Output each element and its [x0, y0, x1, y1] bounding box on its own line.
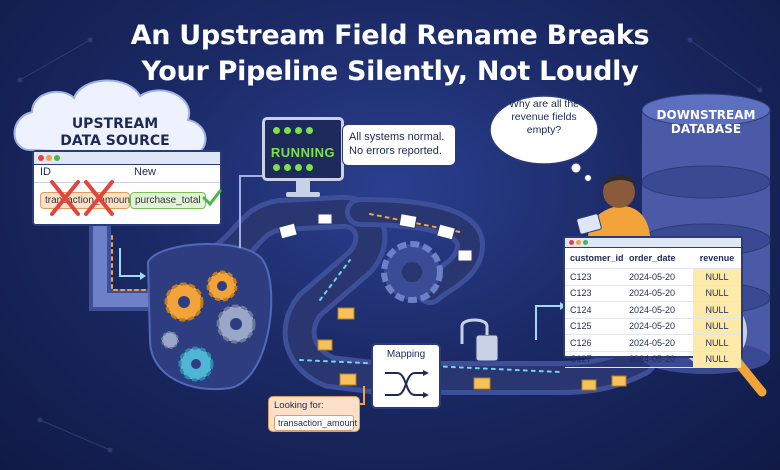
x-icon: [50, 180, 114, 216]
table-cell: C125: [570, 321, 592, 332]
gear-icon: [206, 270, 238, 302]
table-cell: 2024-05-20: [629, 304, 676, 315]
upstream-label-line-2: DATA SOURCE: [60, 133, 170, 149]
upstream-schema-table: ID New transaction_amount purchase_total: [32, 150, 222, 226]
monitor-message-line-2: No errors reported.: [349, 145, 442, 157]
table-cell: 2024-05-20: [629, 288, 676, 299]
looking-for-tag: Looking for: transaction_amount: [268, 396, 360, 432]
thought-line-2: revenue fields: [511, 111, 577, 123]
table-row: C123 2024-05-20 NULL: [565, 285, 741, 302]
column-header: revenue: [699, 253, 735, 263]
envelope-icon: [317, 307, 627, 391]
document-icon: [278, 213, 473, 262]
downstream-results-table: customer_id order_date revenue C123 2024…: [563, 236, 743, 368]
flow-arrow-icon: [119, 248, 140, 277]
null-cell: NULL: [693, 335, 741, 351]
table-cell: C123: [570, 288, 592, 299]
downstream-label-line-2: DATABASE: [670, 122, 742, 136]
downstream-label-line-1: DOWNSTREAM: [656, 108, 756, 122]
table-row: C126 2024-05-20 NULL: [565, 335, 741, 352]
monitor-stand: [296, 181, 310, 193]
gear-icon: [381, 241, 443, 303]
thought-line-1: Why are all the: [508, 98, 580, 110]
table-cell: C126: [570, 337, 592, 348]
mapping-box: Mapping: [371, 343, 441, 409]
new-field-name: purchase_total: [130, 192, 206, 209]
table-row: C125 2024-05-20 NULL: [565, 318, 741, 335]
crossed-arrows-icon: [385, 370, 429, 398]
gear-icon: [216, 304, 256, 344]
table-cell: C124: [570, 304, 592, 315]
gear-icon: [164, 282, 204, 322]
page-title: An Upstream Field Rename Breaks Your Pip…: [0, 18, 780, 90]
table-cell: C127: [570, 354, 592, 365]
null-cell: NULL: [693, 269, 741, 285]
pipeline-monitor: RUNNING: [262, 117, 344, 181]
gear-icon: [161, 331, 179, 349]
null-cell: NULL: [693, 302, 741, 318]
title-line-1: An Upstream Field Rename Breaks: [130, 20, 650, 51]
table-row: C123 2024-05-20 NULL: [565, 269, 741, 286]
table-header-row: customer_id order_date revenue: [565, 248, 741, 269]
cloud-icon: [13, 79, 207, 158]
table-row: C124 2024-05-20 NULL: [565, 302, 741, 319]
upstream-label: UPSTREAM DATA SOURCE: [40, 116, 190, 150]
monitor-message-line-1: All systems normal.: [349, 131, 445, 143]
table-cell: 2024-05-20: [629, 271, 676, 282]
null-cell: NULL: [693, 351, 741, 367]
table-row: C127 2024-05-20 NULL: [565, 351, 741, 368]
check-icon: [202, 189, 222, 207]
looking-for-value: transaction_amount: [274, 415, 357, 431]
thought-bubble: [489, 95, 599, 182]
results-grid: customer_id order_date revenue C123 2024…: [565, 248, 741, 368]
status-led-icon: [273, 127, 280, 134]
monitor-speech-bubble: All systems normal. No errors reported.: [342, 124, 456, 166]
analyst-thought: Why are all the revenue fields empty?: [494, 98, 594, 137]
downstream-label: DOWNSTREAM DATABASE: [646, 108, 766, 136]
thought-line-3: empty?: [526, 124, 562, 136]
null-cell: NULL: [693, 318, 741, 334]
column-header-id: ID: [40, 166, 51, 178]
column-header-new: New: [134, 166, 157, 178]
table-cell: 2024-05-20: [629, 337, 676, 348]
flow-arrow-icon: [535, 305, 560, 340]
gear-icon: [178, 346, 214, 382]
background-network: [17, 37, 763, 453]
table-cell: 2024-05-20: [629, 354, 676, 365]
column-header: order_date: [629, 253, 676, 263]
window-titlebar: [34, 152, 220, 165]
monitor-status: RUNNING: [270, 145, 336, 160]
looking-for-label: Looking for:: [274, 400, 324, 411]
upstream-label-line-1: UPSTREAM: [71, 116, 159, 132]
column-header: customer_id: [570, 253, 624, 263]
plug-icon: [460, 318, 499, 362]
title-line-2: Your Pipeline Silently, Not Loudly: [141, 56, 639, 87]
window-titlebar: [565, 238, 741, 248]
person-icon: [576, 174, 650, 236]
table-cell: C123: [570, 271, 592, 282]
gear-machine: [146, 242, 273, 391]
mapping-label: Mapping: [386, 349, 426, 360]
null-cell: NULL: [693, 285, 741, 301]
table-cell: 2024-05-20: [629, 321, 676, 332]
